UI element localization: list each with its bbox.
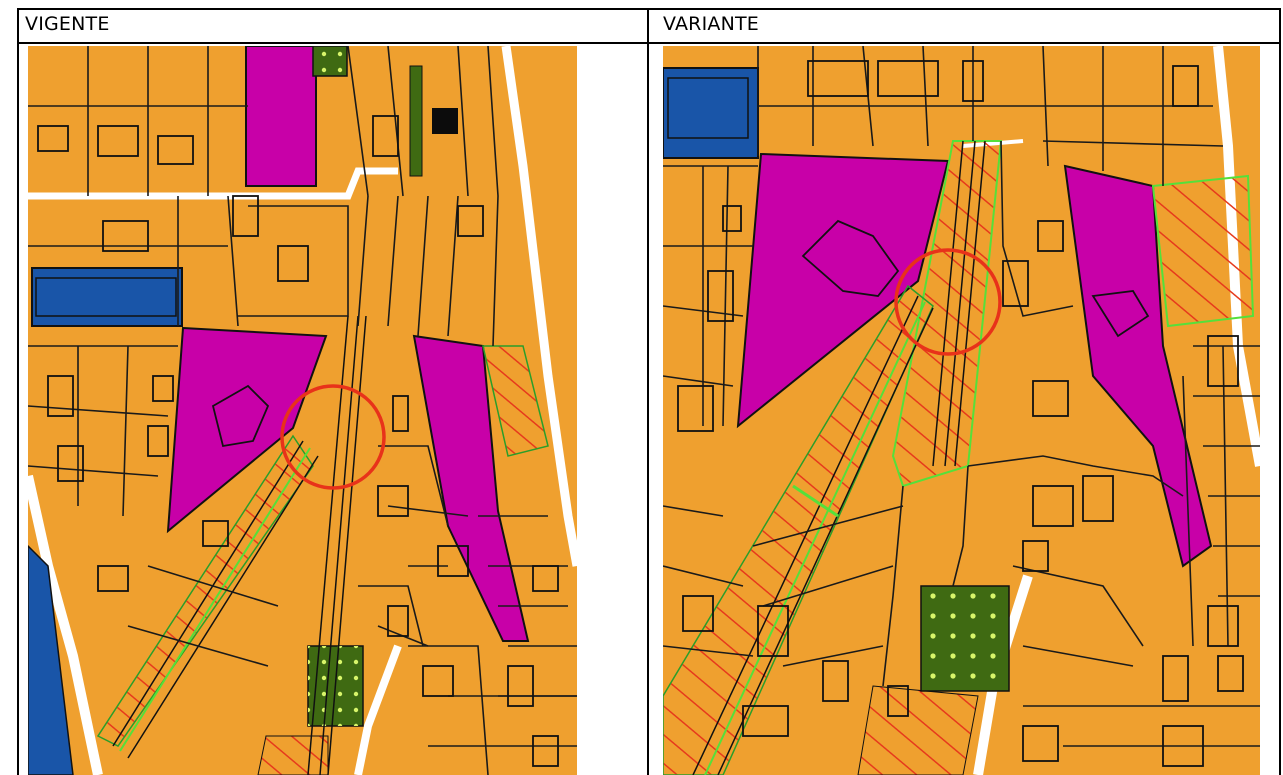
hatched-zone-bottom	[857, 685, 979, 775]
green-strip	[409, 65, 423, 177]
services-zone-top	[245, 46, 317, 187]
black-building	[432, 108, 458, 134]
water-zone-top	[663, 67, 759, 159]
road-right	[501, 46, 577, 567]
road-left	[28, 474, 103, 775]
hatched-zone-right	[482, 345, 549, 457]
map-vigente-svg	[28, 46, 577, 775]
building-outlines	[37, 115, 559, 767]
road-bottom	[354, 644, 402, 775]
column-divider	[647, 8, 649, 775]
water-zone-top	[31, 267, 183, 327]
building-outlines	[677, 60, 1244, 767]
highlight-circle	[280, 384, 386, 490]
water-zone-bottom	[28, 544, 74, 775]
parcel-boundaries	[663, 46, 1260, 747]
services-zone-right	[1063, 164, 1213, 568]
map-variante[interactable]	[663, 46, 1260, 775]
map-variante-svg	[663, 46, 1260, 775]
header-variante: VARIANTE	[663, 13, 760, 35]
comparison-table	[17, 8, 1281, 775]
header-row-divider	[17, 42, 1281, 44]
highlight-circle	[894, 248, 1002, 356]
services-zone-center	[166, 326, 328, 534]
parcel-boundaries	[28, 46, 577, 775]
hatched-zone-right	[1151, 174, 1255, 328]
map-vigente[interactable]	[28, 46, 577, 775]
header-vigente: VIGENTE	[25, 13, 110, 35]
hatched-zone-bottom	[257, 735, 329, 775]
road-top	[28, 167, 398, 200]
